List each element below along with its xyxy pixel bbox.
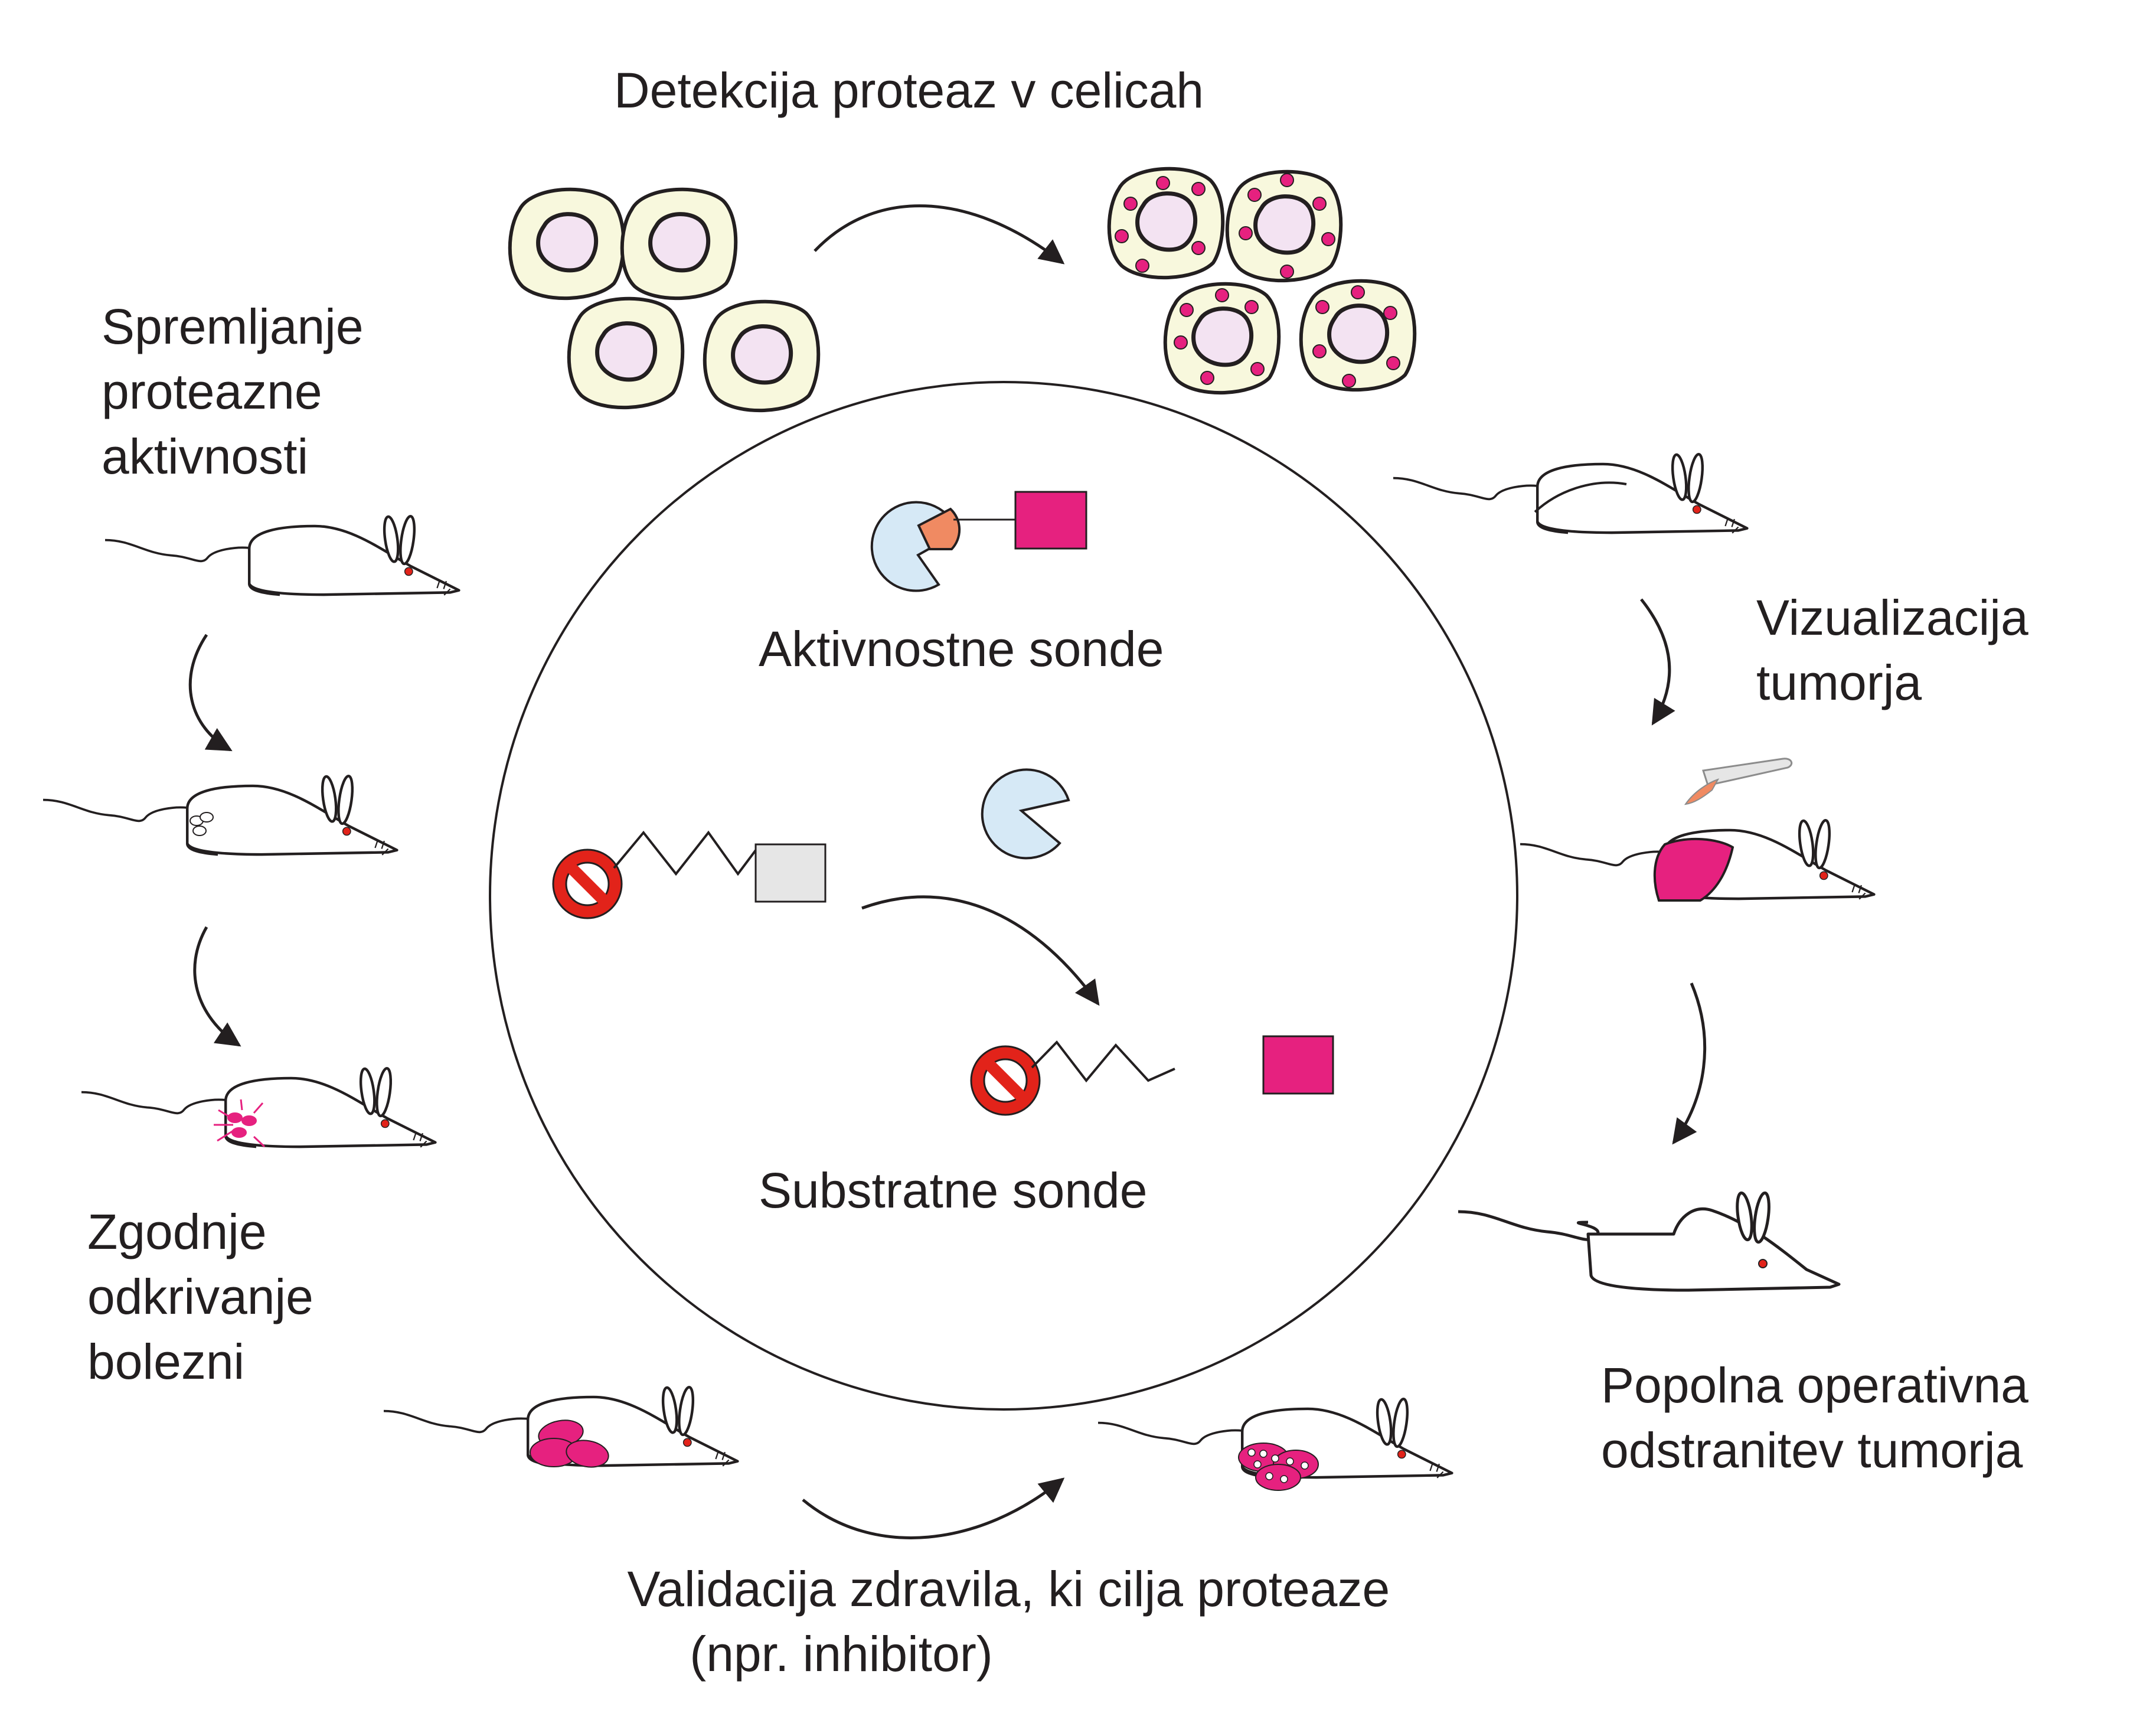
label-activity-probes: Aktivnostne sonde xyxy=(759,621,1164,677)
quenched-fluorophore-square xyxy=(754,843,827,903)
inhibitor-block-icon xyxy=(552,849,623,919)
released-fluorophore-square xyxy=(1262,1035,1334,1095)
cleaved-chain xyxy=(1031,1040,1175,1083)
mouse-icon xyxy=(105,515,459,595)
arrow-right-2 xyxy=(1672,983,1707,1145)
substrate-chain xyxy=(613,830,757,876)
fluorophore-square xyxy=(1014,491,1087,550)
arrow-bottom xyxy=(802,1477,1065,1539)
label-early-detection: Zgodnje odkrivanje bolezni xyxy=(87,1204,327,1389)
arrow-left-2 xyxy=(193,926,241,1047)
mouse-icon xyxy=(1458,1191,1841,1292)
arrow-left-1 xyxy=(188,634,233,752)
tumor-region xyxy=(1653,837,1734,902)
label-substrate-probes: Substratne sonde xyxy=(759,1163,1147,1218)
mouse-icon xyxy=(1393,453,1747,533)
label-tumor-removal: Popolna operativna odstranitev tumorja xyxy=(1601,1357,2042,1478)
mouse-tumor-outline xyxy=(1534,481,1627,513)
label-tumor-visualization: Vizualizacija tumorja xyxy=(1756,590,2042,710)
mouse-organs-post xyxy=(1238,1443,1319,1491)
label-cell-detection: Detekcija proteaz v celicah xyxy=(614,63,1204,118)
cleavage-arrow xyxy=(861,895,1100,1006)
cells-before-icon xyxy=(510,190,819,410)
scalpel-icon xyxy=(1684,758,1793,805)
center-circle xyxy=(489,381,1518,1411)
label-drug-validation: Validacija zdravila, ki cilja proteaze (… xyxy=(627,1561,1403,1682)
protease-enzyme-icon xyxy=(981,768,1070,860)
activity-probe-warhead-icon xyxy=(917,507,961,550)
mouse-icon xyxy=(43,775,397,855)
arrow-right-1 xyxy=(1640,598,1675,726)
mouse-organs-pre xyxy=(530,1419,609,1468)
cells-arrow xyxy=(814,204,1065,265)
mouse-marker-burst xyxy=(214,1099,266,1148)
mouse-marker-small xyxy=(190,812,214,836)
label-monitoring: Spremljanje proteazne aktivnosti xyxy=(102,299,377,484)
cells-after-icon xyxy=(1109,169,1415,393)
inhibitor-block-icon xyxy=(970,1045,1041,1116)
